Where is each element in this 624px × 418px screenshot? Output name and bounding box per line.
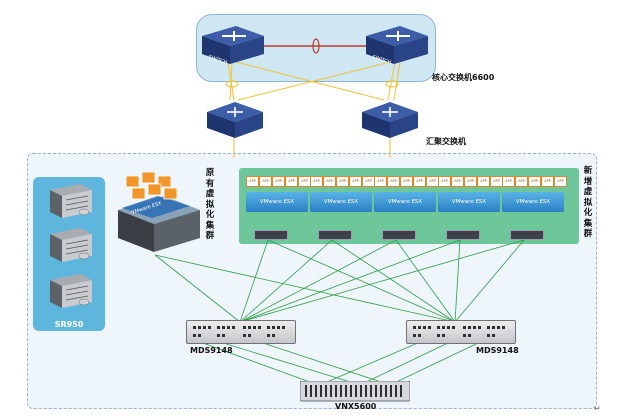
esx-host: VMware ESX [502,192,564,212]
vm-chip: APP [413,176,426,187]
vm-chip: APP [502,176,515,187]
blade-server [446,230,480,240]
vm-chip: APP [528,176,541,187]
switch-label: SWITCH [207,54,228,66]
aggregation-switch-right [362,102,418,138]
core-switch-right: SWITCH [366,26,428,66]
blade-server [382,230,416,240]
esx-host: VMware ESX [246,192,308,212]
san-switch-left [186,320,296,344]
vm-chip: APP [246,176,259,187]
vm-chip: APP [336,176,349,187]
vm-chip: APP [464,176,477,187]
san-switch-right-label: MDS9148 [476,346,519,355]
link-aggregation-ring [312,38,320,54]
vm-chip: APP [349,176,362,187]
aggregation-switch-left [207,102,263,138]
vm-chip: APP [310,176,323,187]
core-switch-label: 核心交换机6600 [432,73,495,82]
vm-chip: APP [554,176,567,187]
blade-server [510,230,544,240]
existing-cluster-server-icon: VMware ESX [118,171,200,252]
vm-chip: APP [400,176,413,187]
server-icon [50,184,92,218]
vm-chip: APP [541,176,554,187]
storage-array [300,381,410,402]
blade-server [318,230,352,240]
vm-chip: APP [451,176,464,187]
core-switch-left: SWITCH [202,26,264,66]
new-cluster-hosts: APP APP APP APP APP VMware ESX APP APP A… [242,174,572,244]
server-icon [50,228,92,262]
vm-chip: APP [272,176,285,187]
fc-links [154,239,525,386]
esx-host: VMware ESX [374,192,436,212]
paragraph-mark: ↵ [594,404,601,413]
aggregation-switch-label: 汇聚交换机 [426,137,466,146]
new-cluster-label: 新增虚拟化集群 [583,166,593,239]
vm-chip: APP [438,176,451,187]
switch-label: SWITCH [371,54,392,66]
server-icon [50,274,92,308]
vm-chip: APP [259,176,272,187]
vm-chip: APP [477,176,490,187]
esx-host: VMware ESX [310,192,372,212]
vm-chip: APP [515,176,528,187]
vm-chip: APP [285,176,298,187]
storage-label: VNX5600 [335,402,377,411]
esx-host: VMware ESX [438,192,500,212]
blade-server [254,230,288,240]
san-switch-right [406,320,516,344]
vm-chip: APP [323,176,336,187]
sr950-label: SR950 [54,320,84,329]
san-switch-left-label: MDS9148 [190,346,233,355]
vm-chip: APP [374,176,387,187]
existing-cluster-label: 原有虚拟化集群 [205,168,215,241]
vm-chip: APP [387,176,400,187]
